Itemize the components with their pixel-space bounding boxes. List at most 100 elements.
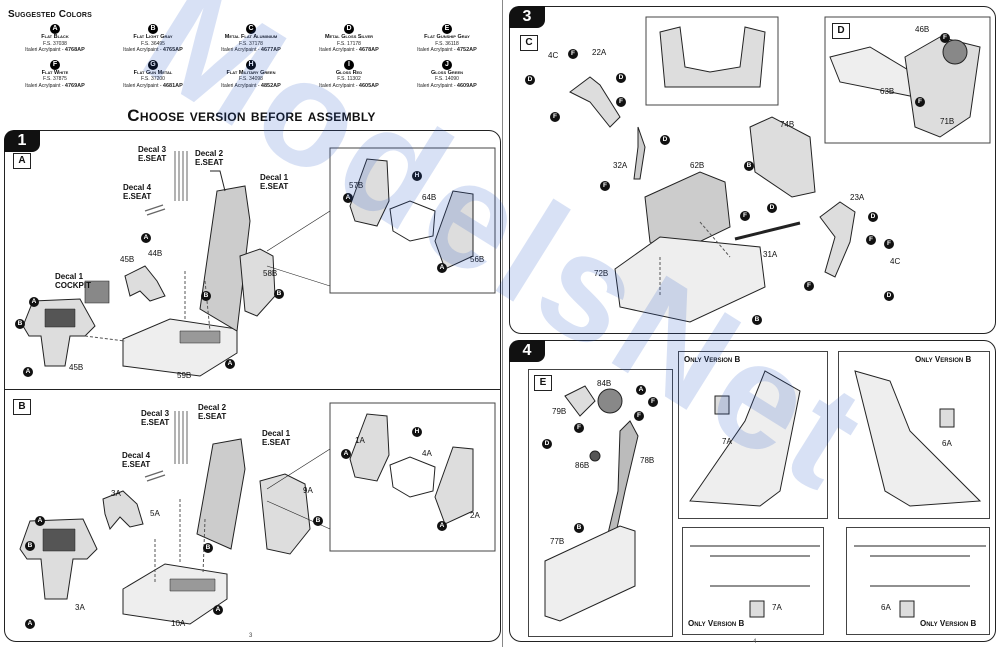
part-label: 78B <box>640 456 655 465</box>
part-label: 84B <box>597 379 612 388</box>
part-label: 22A <box>592 48 607 57</box>
part-label: 23A <box>850 193 865 202</box>
part-label: 77B <box>550 537 565 546</box>
color-callout: F <box>568 49 578 59</box>
color-callout: D <box>767 203 777 213</box>
color-callout: H <box>412 171 422 181</box>
part-label: 32A <box>613 161 628 170</box>
color-callout: A <box>341 449 351 459</box>
version-b-illustration <box>5 389 502 643</box>
color-letter-badge: H <box>246 59 256 70</box>
color-callout: B <box>274 289 284 299</box>
color-letter-badge: G <box>148 59 158 70</box>
color-callout: A <box>213 605 223 615</box>
version-b-label: B <box>13 399 31 415</box>
part-label: 9A <box>303 486 313 495</box>
color-callout: B <box>15 319 25 329</box>
color-callout: D <box>660 135 670 145</box>
part-label: 62B <box>690 161 705 170</box>
part-label: 72B <box>594 269 609 278</box>
color-letter-badge: B <box>148 24 158 34</box>
color-callout: A <box>29 297 39 307</box>
color-letter-badge: A <box>50 24 60 34</box>
choose-version-heading: Choose version before assembly <box>127 106 376 125</box>
color-letter-badge: C <box>246 24 256 34</box>
inset-c-label: C <box>520 35 538 51</box>
only-version-b-label: Only Version B <box>915 355 972 364</box>
color-letter-badge: F <box>50 59 60 70</box>
step-3-box: 3 C D 4C 2 <box>509 6 996 334</box>
only-version-b-panel <box>846 527 990 635</box>
part-label: 71B <box>940 117 955 126</box>
part-label: 7A <box>722 437 732 446</box>
part-label: 4C <box>548 51 559 60</box>
only-version-b-label: Only Version B <box>688 619 745 628</box>
color-letter-badge: D <box>344 24 354 34</box>
version-a-illustration <box>5 131 502 389</box>
step-1-box: 1 A <box>4 130 501 642</box>
part-label: 3A <box>111 489 121 498</box>
part-label: 10A <box>171 619 186 628</box>
color-callout: B <box>574 523 584 533</box>
color-callout: F <box>600 181 610 191</box>
part-label: 64B <box>422 193 437 202</box>
part-label: 4A <box>422 449 432 458</box>
color-callout: B <box>201 291 211 301</box>
color-callout: A <box>437 263 447 273</box>
step-number: 4 <box>509 340 545 362</box>
part-label: 1A <box>355 436 365 445</box>
color-callout: B <box>752 315 762 325</box>
part-label: 45B <box>120 255 135 264</box>
part-label: 59B <box>177 371 192 380</box>
part-label: 56B <box>470 255 485 264</box>
color-callout: F <box>550 112 560 122</box>
page-number: 3 <box>249 633 253 639</box>
step-4-illustration <box>510 341 997 643</box>
part-label: 58B <box>263 269 278 278</box>
color-callout: A <box>141 233 151 243</box>
color-callout: F <box>634 411 644 421</box>
part-label: 7A <box>772 603 782 612</box>
color-callout: D <box>525 75 535 85</box>
inset-e-label: E <box>534 375 552 391</box>
color-callout: H <box>412 427 422 437</box>
color-callout: F <box>940 33 950 43</box>
color-letter-badge: J <box>442 59 452 70</box>
part-label: 63B <box>880 87 895 96</box>
color-callout: D <box>616 73 626 83</box>
part-label: 86B <box>575 461 590 470</box>
color-callout: B <box>203 543 213 553</box>
version-a-label: A <box>13 153 31 169</box>
color-callout: B <box>744 161 754 171</box>
color-callout: B <box>313 516 323 526</box>
part-label: 6A <box>942 439 952 448</box>
step-number: 3 <box>509 6 545 28</box>
part-label: 44B <box>148 249 163 258</box>
only-version-b-label: Only Version B <box>920 619 977 628</box>
page-number: 4 <box>753 639 757 645</box>
color-callout: F <box>804 281 814 291</box>
color-callout: A <box>25 619 35 629</box>
part-label: 4C <box>890 257 901 266</box>
part-label: 46B <box>915 25 930 34</box>
color-callout: F <box>616 97 626 107</box>
step-number: 1 <box>4 130 40 152</box>
color-callout: D <box>542 439 552 449</box>
